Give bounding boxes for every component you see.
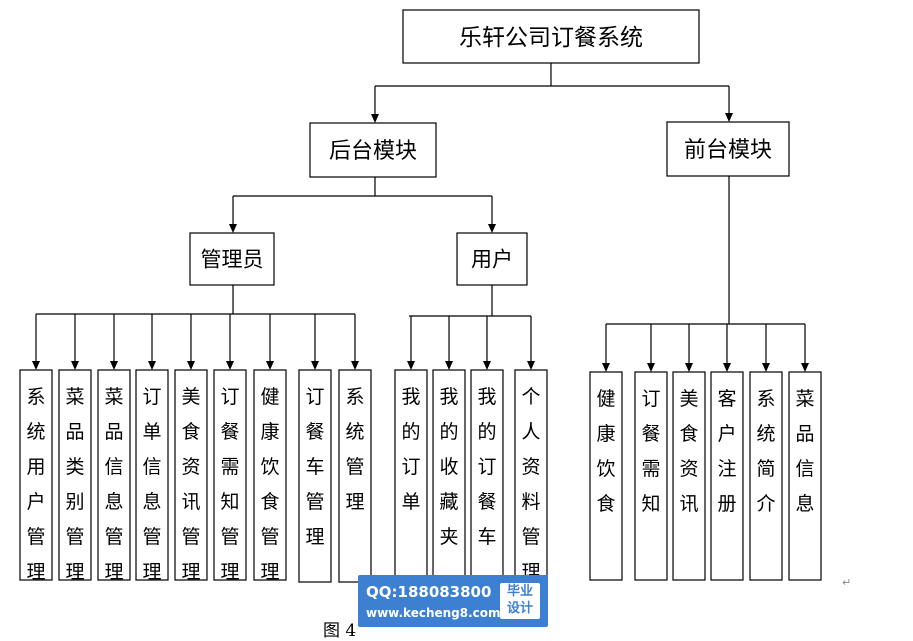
- frontend-item-3-box: [672, 371, 706, 581]
- user-item-2-box: [432, 369, 466, 583]
- frontend-item-5-label: 系统简介: [756, 388, 775, 515]
- frontend-item-2-box: [634, 371, 668, 581]
- tree-nodes: 乐轩公司订餐系统后台模块前台模块管理员用户系统用户管理菜品类别管理菜品信息管理订…: [19, 9, 822, 583]
- admin-item-8-label: 订餐车管理: [305, 386, 324, 548]
- frontend-item-4-box: [710, 371, 744, 581]
- frontend-item-6-box: [788, 371, 822, 581]
- admin-item-9: 系统管理: [338, 369, 372, 583]
- frontend-item-3-label: 美食资讯: [679, 388, 698, 515]
- admin-node: 管理员: [189, 232, 275, 286]
- frontend-item-5: 系统简介: [749, 371, 783, 581]
- frontend-item-1-box: [589, 371, 623, 581]
- user-node-label: 用户: [471, 248, 513, 272]
- admin-item-2: 菜品类别管理: [58, 369, 92, 583]
- frontend-item-2-label: 订餐需知: [641, 388, 660, 515]
- tree-connectors: [32, 63, 809, 372]
- admin-item-6-box: [213, 369, 247, 581]
- frontend-item-2: 订餐需知: [634, 371, 668, 581]
- admin-item-4-label: 订单信息管理: [142, 386, 161, 583]
- admin-node-box: [189, 232, 275, 286]
- admin-item-3-label: 菜品信息管理: [104, 386, 123, 583]
- admin-item-1-box: [19, 369, 53, 581]
- watermark-site-text: www.kecheng8.com: [366, 606, 501, 620]
- admin-item-9-label: 系统管理: [345, 386, 364, 513]
- frontend-item-6-label: 菜品信息: [795, 388, 814, 515]
- user-item-1-box: [394, 369, 428, 583]
- admin-item-6-label: 订餐需知管理: [220, 386, 239, 583]
- admin-item-1: 系统用户管理: [19, 369, 53, 583]
- watermark-qq-text: QQ:188083800: [366, 583, 492, 601]
- frontend-node-box: [666, 121, 790, 177]
- user-item-3-label: 我的订餐车: [477, 386, 496, 548]
- user-item-4-box: [514, 369, 548, 583]
- watermark-badge-line2: 设计: [506, 601, 533, 616]
- user-item-2-label: 我的收藏夹: [439, 386, 458, 548]
- paragraph-return-mark: ↵: [842, 576, 852, 589]
- user-item-1-label: 我的订单: [401, 386, 420, 513]
- user-node-box: [456, 232, 528, 286]
- admin-item-3-box: [97, 369, 131, 581]
- backend-node-box: [309, 122, 437, 178]
- admin-item-5-label: 美食资讯管理: [181, 386, 200, 583]
- admin-item-8: 订餐车管理: [298, 369, 332, 583]
- admin-item-6: 订餐需知管理: [213, 369, 247, 583]
- backend-node: 后台模块: [309, 122, 437, 178]
- user-item-1: 我的订单: [394, 369, 428, 583]
- frontend-item-1: 健康饮食: [589, 371, 623, 581]
- frontend-item-6: 菜品信息: [788, 371, 822, 581]
- watermark-badge: 毕业 设计: [500, 583, 540, 619]
- admin-item-3: 菜品信息管理: [97, 369, 131, 583]
- frontend-node-label: 前台模块: [684, 138, 772, 163]
- frontend-node: 前台模块: [666, 121, 790, 177]
- user-item-4: 个人资料管理: [514, 369, 548, 583]
- admin-node-label: 管理员: [201, 248, 264, 272]
- frontend-item-1-label: 健康饮食: [596, 388, 615, 515]
- user-item-3-box: [470, 369, 504, 583]
- frontend-item-4: 客户注册: [710, 371, 744, 581]
- admin-item-7: 健康饮食管理: [253, 369, 287, 583]
- admin-item-8-box: [298, 369, 332, 583]
- figure-caption: 图 4: [323, 621, 357, 641]
- user-node: 用户: [456, 232, 528, 286]
- admin-item-5: 美食资讯管理: [174, 369, 208, 583]
- root-node: 乐轩公司订餐系统: [402, 9, 700, 64]
- frontend-item-5-box: [749, 371, 783, 581]
- user-item-4-label: 个人资料管理: [521, 386, 540, 583]
- root-node-box: [402, 9, 700, 64]
- admin-item-7-label: 健康饮食管理: [260, 386, 279, 583]
- admin-item-5-box: [174, 369, 208, 581]
- backend-node-label: 后台模块: [329, 139, 417, 164]
- watermark-badge-line1: 毕业: [506, 584, 533, 599]
- frontend-item-3: 美食资讯: [672, 371, 706, 581]
- user-item-3: 我的订餐车: [470, 369, 504, 583]
- admin-item-2-label: 菜品类别管理: [65, 386, 84, 583]
- admin-item-7-box: [253, 369, 287, 581]
- admin-item-9-box: [338, 369, 372, 583]
- root-node-label: 乐轩公司订餐系统: [459, 25, 643, 51]
- user-item-2: 我的收藏夹: [432, 369, 466, 583]
- watermark-banner: QQ:188083800 www.kecheng8.com 毕业 设计: [358, 575, 548, 627]
- frontend-item-4-label: 客户注册: [717, 388, 736, 515]
- admin-item-4: 订单信息管理: [135, 369, 169, 583]
- admin-item-2-box: [58, 369, 92, 581]
- admin-item-4-box: [135, 369, 169, 581]
- admin-item-1-label: 系统用户管理: [26, 386, 45, 583]
